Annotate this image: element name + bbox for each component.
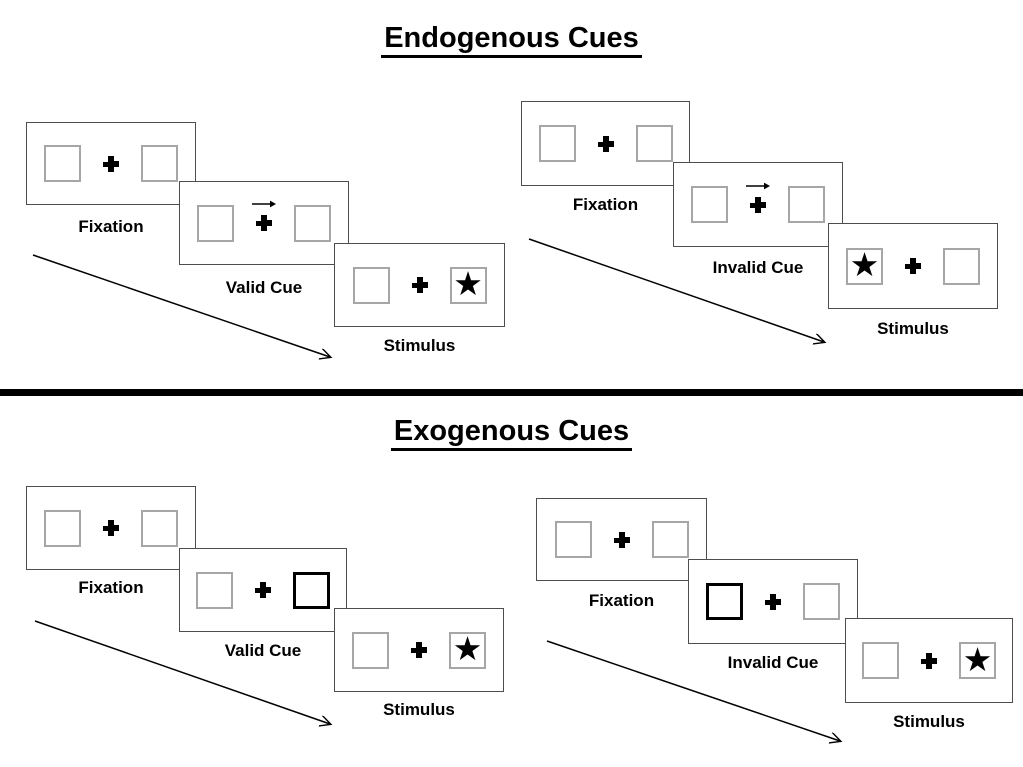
- right-box: [803, 583, 840, 620]
- right-box: [788, 186, 825, 223]
- right-box: [141, 145, 178, 182]
- fixation-cross-icon: [597, 135, 614, 152]
- panel-label-invalid-cue: Invalid Cue: [712, 258, 804, 277]
- endogenous-valid-cue-panel: [179, 181, 349, 265]
- center-area: [251, 200, 277, 232]
- star-icon: ★: [449, 631, 486, 669]
- left-box: [554, 521, 592, 558]
- center-area: [98, 155, 124, 173]
- endogenous-title-text: Endogenous Cues: [381, 22, 642, 58]
- left-box: [691, 186, 728, 223]
- fixation-cross-icon: [750, 196, 766, 213]
- endogenous-invalid-cue-panel: [673, 162, 843, 247]
- timeline-arrow-endogenous-valid: [32, 254, 330, 357]
- left-box: [196, 571, 233, 609]
- left-box: [44, 509, 81, 547]
- fixation-cross-icon: [613, 531, 630, 548]
- fixation-cross-icon: [905, 258, 921, 274]
- panel-label-fixation: Fixation: [78, 217, 144, 236]
- left-box: [862, 642, 899, 679]
- center-area: [250, 581, 276, 599]
- fixation-cross-icon: [103, 155, 119, 172]
- section-divider: [0, 389, 1023, 396]
- fixation-cross-icon: [256, 215, 272, 231]
- cue-arrow-right-icon: [746, 182, 770, 189]
- timeline-arrow-endogenous-invalid: [528, 238, 824, 342]
- panel-label-fixation: Fixation: [78, 578, 144, 597]
- right-box-bold-cue: [293, 571, 330, 609]
- star-icon: ★: [449, 266, 487, 304]
- star-icon: ★: [846, 247, 883, 285]
- panel-label-invalid-cue: Invalid Cue: [727, 653, 819, 672]
- exogenous-invalid-stimulus-panel: ★: [845, 618, 1013, 703]
- left-box: [352, 266, 390, 304]
- left-box: [197, 204, 234, 242]
- left-box: [44, 145, 81, 182]
- left-box: [352, 631, 389, 669]
- panel-label-stimulus: Stimulus: [877, 319, 949, 338]
- center-area: [407, 276, 433, 294]
- panel-label-fixation: Fixation: [572, 195, 639, 214]
- fixation-cross-icon: [103, 520, 119, 536]
- exogenous-invalid-fixation-panel: [536, 498, 707, 581]
- center-area: [406, 641, 432, 659]
- center-area: [760, 593, 786, 611]
- panel-label-stimulus: Stimulus: [383, 336, 456, 355]
- star-icon: ★: [959, 642, 996, 679]
- right-box: [651, 521, 689, 558]
- exogenous-section-title: Exogenous Cues: [0, 415, 1023, 451]
- exogenous-invalid-cue-panel: [688, 559, 858, 644]
- center-area: [900, 257, 926, 275]
- panel-label-fixation: Fixation: [588, 591, 655, 610]
- fixation-cross-icon: [411, 277, 428, 293]
- center-area: [745, 182, 771, 214]
- center-area: [609, 531, 635, 549]
- left-box-bold-cue: [706, 583, 743, 620]
- exogenous-valid-stimulus-panel: ★: [334, 608, 504, 692]
- center-area: [593, 135, 619, 153]
- panel-label-stimulus: Stimulus: [383, 700, 455, 719]
- endogenous-section-title: Endogenous Cues: [0, 22, 1023, 58]
- left-box: [538, 125, 576, 162]
- timeline-arrow-exogenous-valid: [34, 620, 330, 724]
- center-area: [98, 519, 124, 537]
- center-area: [916, 652, 942, 670]
- right-box: [294, 204, 331, 242]
- panel-label-stimulus: Stimulus: [893, 712, 965, 731]
- exogenous-valid-cue-panel: [179, 548, 347, 632]
- fixation-cross-icon: [765, 593, 781, 610]
- fixation-cross-icon: [411, 642, 427, 658]
- panel-label-valid-cue: Valid Cue: [224, 641, 302, 660]
- right-box: [635, 125, 673, 162]
- fixation-cross-icon: [255, 582, 271, 598]
- endogenous-valid-stimulus-panel: ★: [334, 243, 505, 327]
- cue-arrow-right-icon: [252, 200, 276, 208]
- right-box: [141, 509, 178, 547]
- exogenous-title-text: Exogenous Cues: [390, 415, 633, 451]
- fixation-cross-icon: [921, 652, 937, 669]
- endogenous-valid-fixation-panel: [26, 122, 196, 205]
- panel-label-valid-cue: Valid Cue: [225, 278, 303, 297]
- exogenous-valid-fixation-panel: [26, 486, 196, 570]
- timeline-arrow-exogenous-invalid: [546, 640, 840, 741]
- right-box: [943, 247, 980, 285]
- endogenous-invalid-stimulus-panel: ★: [828, 223, 998, 309]
- endogenous-invalid-fixation-panel: [521, 101, 690, 186]
